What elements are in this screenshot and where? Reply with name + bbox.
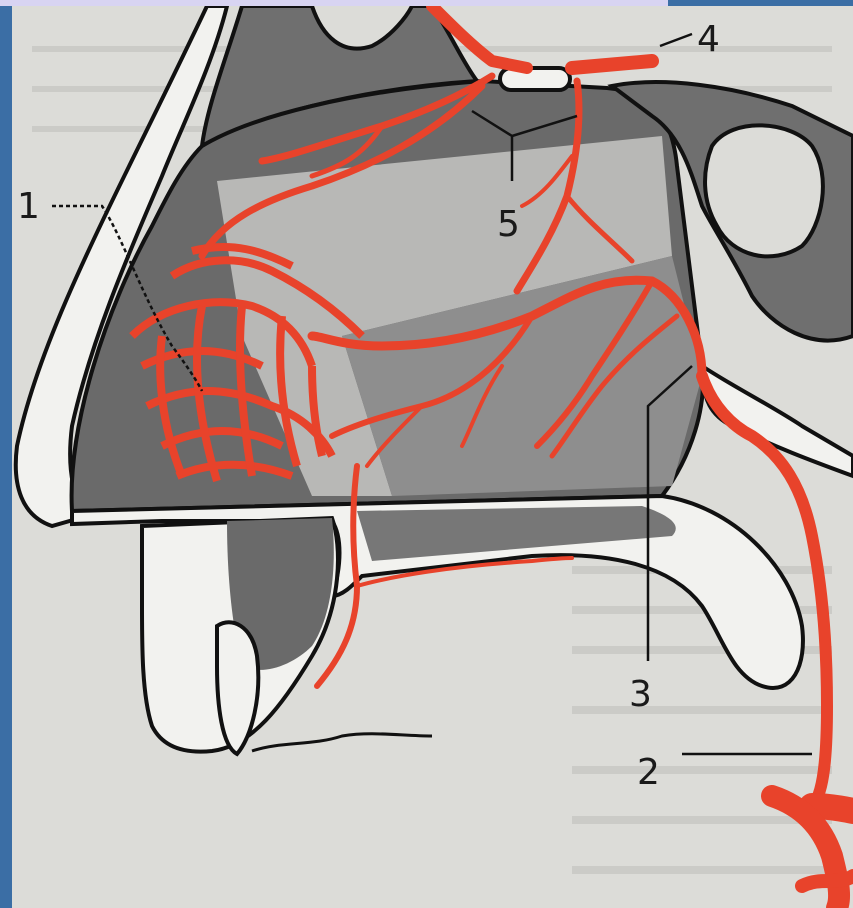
label-2: 2: [637, 752, 660, 793]
label-3: 3: [629, 674, 652, 715]
foramen: [500, 68, 570, 90]
label-5: 5: [497, 204, 520, 245]
label-4: 4: [697, 19, 720, 60]
diagram-photo: 1 2 3 4 5: [12, 6, 853, 908]
sphenoid-sinus: [705, 125, 823, 256]
label-1: 1: [17, 186, 40, 227]
nasal-septum-arteries-diagram: 1 2 3 4 5: [12, 6, 853, 908]
